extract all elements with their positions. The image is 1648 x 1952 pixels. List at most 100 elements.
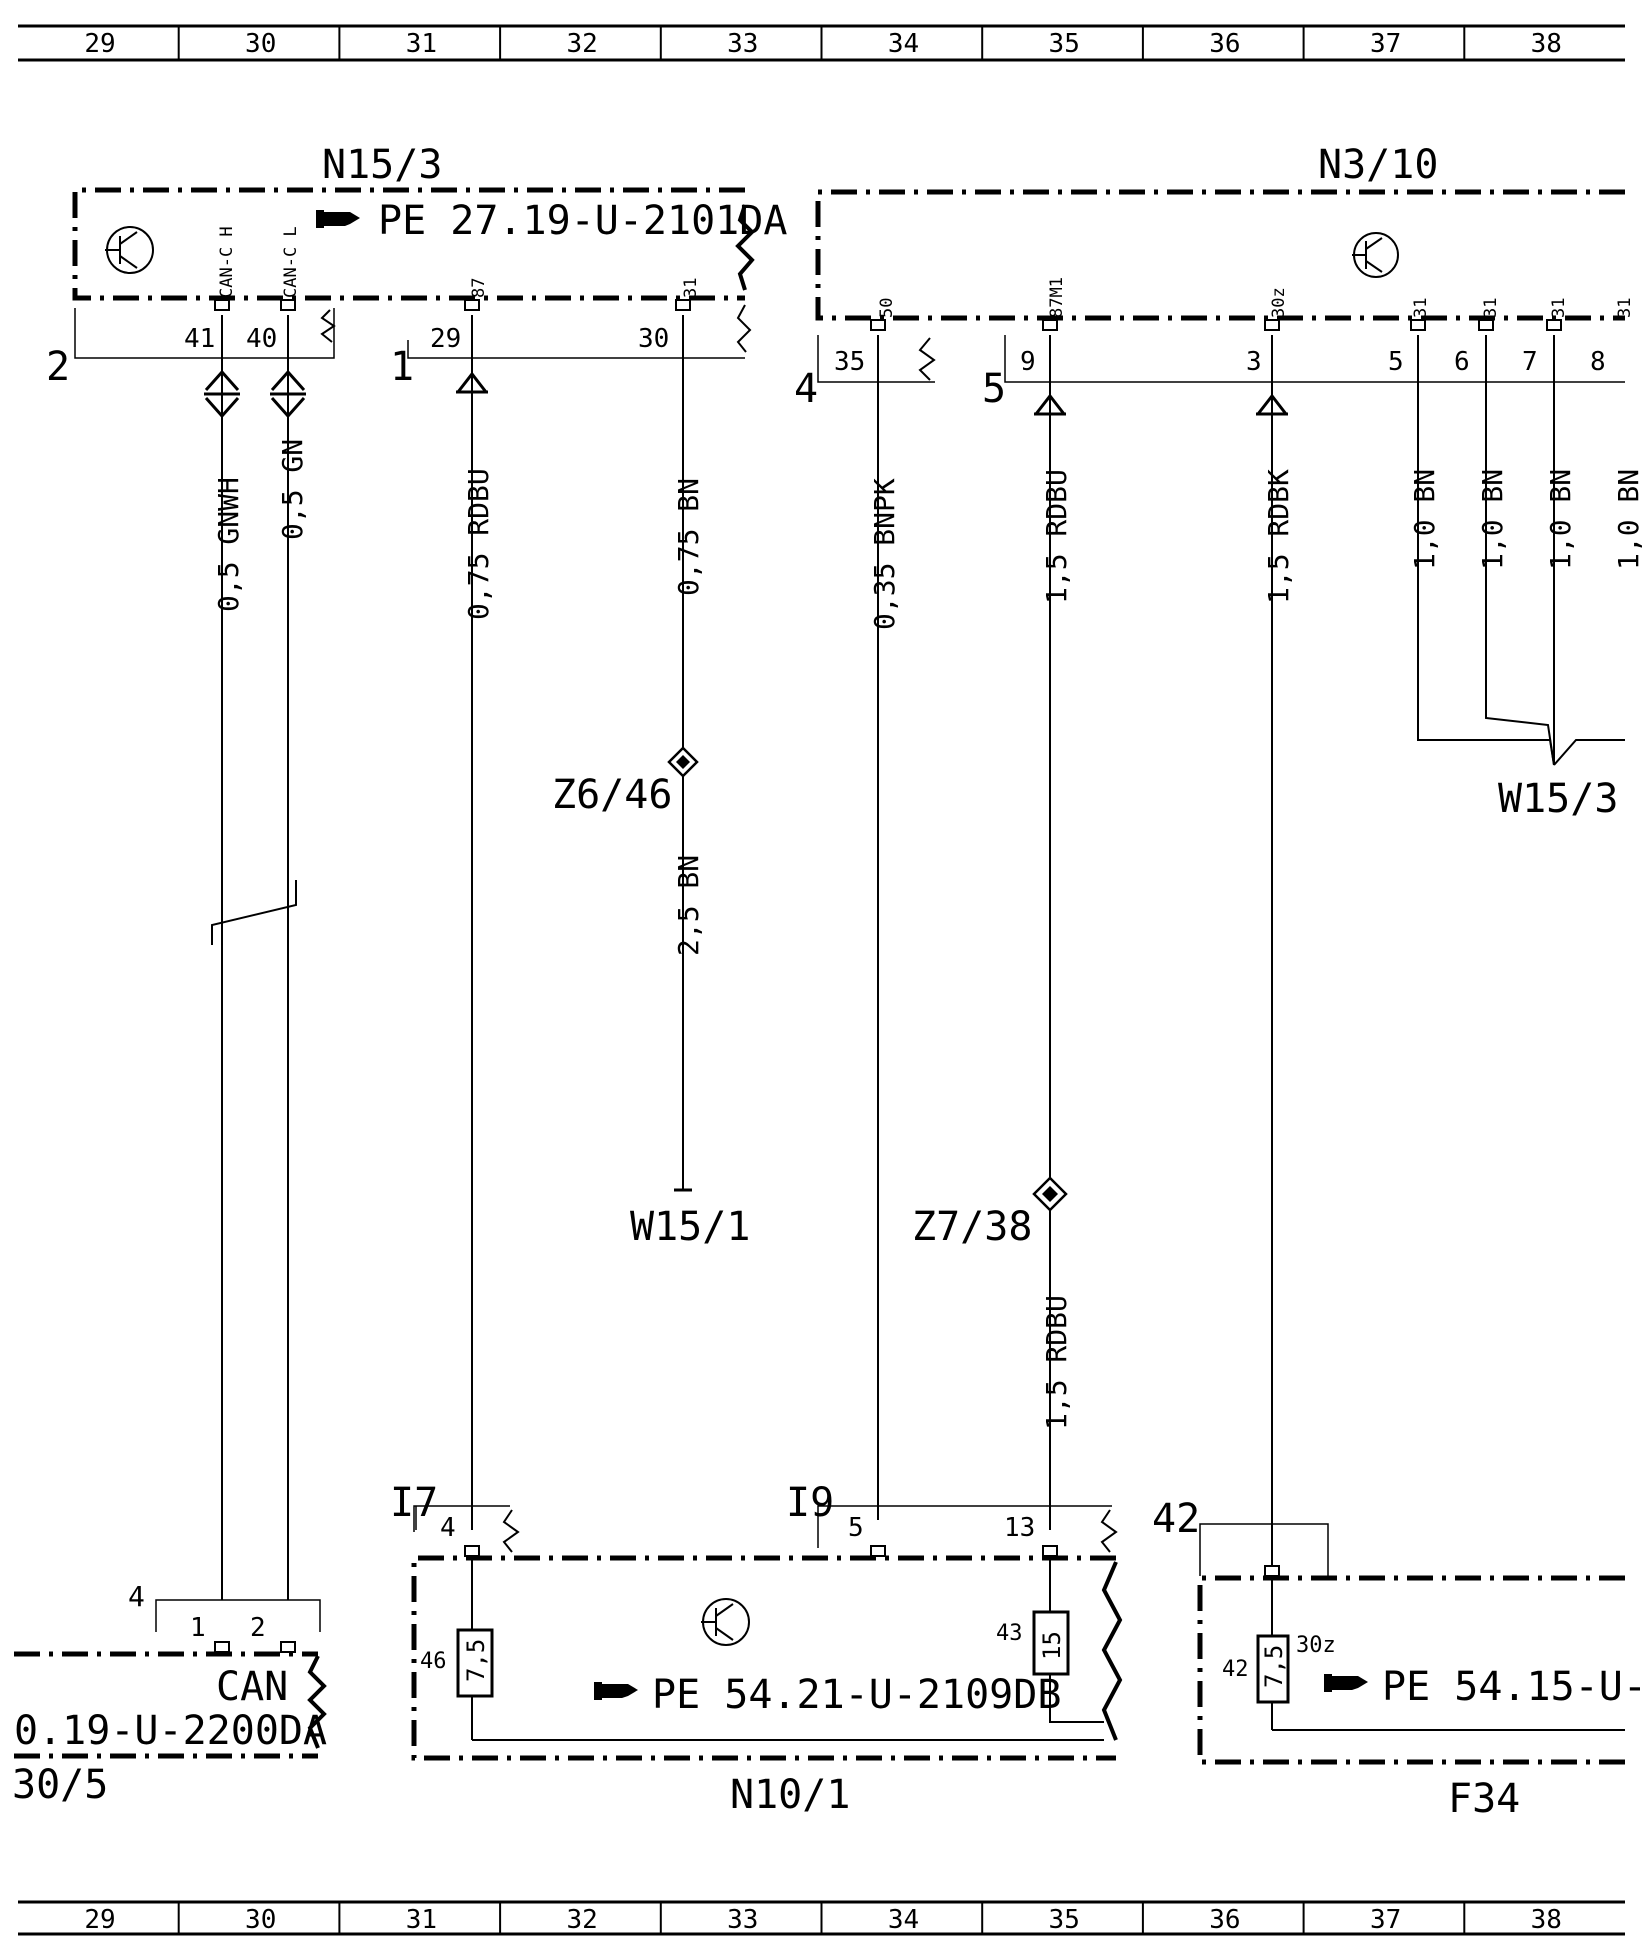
contact-35: 35 [834, 347, 865, 377]
arrow-connector-symbols [456, 371, 1288, 416]
n15-3-reference: PE 27.19-U-2101DA [378, 198, 787, 244]
fuse-46 [456, 1628, 494, 1698]
pin-stub [1410, 319, 1426, 331]
contact-8: 8 [1590, 347, 1606, 377]
n10-1-contact-5: 5 [848, 1513, 864, 1543]
pin-stub [280, 1641, 296, 1653]
pin-stub [1042, 1545, 1058, 1557]
contact-41: 41 [184, 324, 215, 354]
splice-z7-38: Z7/38 [912, 1176, 1068, 1250]
footer-column-label: 38 [1531, 1905, 1562, 1935]
transistor-icon [1352, 232, 1399, 278]
n15-3-label: N15/3 [322, 142, 442, 188]
pin-31a: 31 [1411, 298, 1431, 318]
transistor-icon [105, 226, 154, 274]
contact-7: 7 [1522, 347, 1538, 377]
header-column-label: 38 [1531, 29, 1562, 59]
f34-label: F34 [1448, 1776, 1520, 1822]
connector-i9: I9 [786, 1480, 834, 1526]
module-n10-1: I7 4 I9 5 13 7,5 46 15 43 [390, 1480, 1123, 1818]
contact-29: 29 [430, 324, 461, 354]
footer-column-label: 32 [566, 1905, 597, 1935]
wire-label-gnwh: 0,5 GNWH [212, 477, 245, 612]
pin-31c: 31 [1549, 298, 1569, 318]
pin-stub [1478, 319, 1494, 331]
connector-1: 1 [390, 344, 414, 390]
f34-reference: PE 54.15-U- [1382, 1664, 1647, 1710]
fuse-f34-42 [1256, 1634, 1290, 1704]
footer-column-label: 35 [1049, 1905, 1080, 1935]
pin-87: 87 [469, 278, 489, 298]
footer-column-label: 37 [1370, 1905, 1401, 1935]
contact-6: 6 [1454, 347, 1470, 377]
contact-40: 40 [246, 324, 277, 354]
splice-z6-46: Z6/46 [552, 746, 699, 818]
f34-fuse-number: 42 [1222, 1657, 1249, 1682]
pin-can-c-l: CAN-C L [281, 226, 301, 298]
header-column-label: 34 [888, 29, 919, 59]
header-column-label: 30 [245, 29, 276, 59]
pin-stub [870, 1545, 886, 1557]
w15-3-label: W15/3 [1498, 776, 1618, 822]
pin-stub [870, 319, 886, 331]
module-n3-10: N3/10 50 87M1 30z 31 31 31 31 35 9 3 5 6… [794, 142, 1635, 412]
can-connector-symbols [204, 369, 306, 419]
w15-1-label: W15/1 [630, 1204, 750, 1250]
can-contact-2: 2 [250, 1613, 266, 1643]
contact-30: 30 [638, 324, 669, 354]
contact-5: 5 [1388, 347, 1404, 377]
pin-31: 31 [681, 278, 701, 298]
n10-1-contact-4: 4 [440, 1513, 456, 1543]
z6-46-label: Z6/46 [552, 772, 672, 818]
ground-w15-3: W15/3 [1498, 776, 1618, 822]
z7-38-label: Z7/38 [912, 1204, 1032, 1250]
header-column-label: 35 [1049, 29, 1080, 59]
contact-9: 9 [1020, 347, 1036, 377]
pin-stub [214, 299, 230, 311]
fuse-46-number: 46 [420, 1649, 447, 1674]
wire-labels: 0,5 GNWH 0,5 GN 0,75 RDBU 0,75 BN 2,5 BN… [212, 439, 1645, 1430]
can-id: 30/5 [12, 1762, 108, 1808]
f34-pin-30z: 30z [1296, 1633, 1336, 1658]
can-label: CAN [216, 1664, 288, 1710]
transistor-icon [701, 1598, 750, 1646]
ground-w15-1: W15/1 [630, 1188, 750, 1250]
pin-stubs [214, 299, 1562, 1653]
footer-column-label: 36 [1209, 1905, 1240, 1935]
pin-stub [675, 299, 691, 311]
f34-fuse-value: 7,5 [1260, 1645, 1288, 1688]
wire-label-bn-1a: 1,0 BN [1408, 469, 1441, 570]
reference-hand-icon [316, 210, 360, 228]
wire-label-bn-1d: 1,0 BN [1612, 469, 1645, 570]
contact-3: 3 [1246, 347, 1262, 377]
reference-hand-icon [594, 1682, 638, 1700]
wire-label-rdbu-15a: 1,5 RDBU [1040, 469, 1073, 604]
pin-stub [1264, 1565, 1280, 1577]
n10-1-reference: PE 54.21-U-2109DB [652, 1672, 1061, 1718]
pin-stub [1264, 319, 1280, 331]
pin-stub [464, 299, 480, 311]
connector-5: 5 [982, 366, 1006, 412]
connector-2: 2 [46, 344, 70, 390]
wire-label-gn: 0,5 GN [276, 439, 309, 540]
header-column-label: 33 [727, 29, 758, 59]
pin-31b: 31 [1481, 298, 1501, 318]
pin-87m1: 87M1 [1047, 277, 1067, 318]
module-can: 4 1 2 CAN 0.19-U-2200DA 30/5 [12, 1580, 327, 1808]
wire-label-rdbu-15b: 1,5 RDBU [1040, 1295, 1073, 1430]
pin-30z: 30z [1269, 287, 1289, 318]
pin-stub [280, 299, 296, 311]
reference-hand-icon [1324, 1674, 1368, 1692]
wire-label-bn-25: 2,5 BN [672, 855, 705, 956]
fuse-43-value: 15 [1038, 1631, 1066, 1660]
wire-label-bn-075: 0,75 BN [672, 478, 705, 596]
n3-10-label: N3/10 [1318, 142, 1438, 188]
footer-column-label: 33 [727, 1905, 758, 1935]
can-connector-4: 4 [128, 1580, 145, 1613]
header-column-label: 37 [1370, 29, 1401, 59]
can-contact-1: 1 [190, 1613, 206, 1643]
